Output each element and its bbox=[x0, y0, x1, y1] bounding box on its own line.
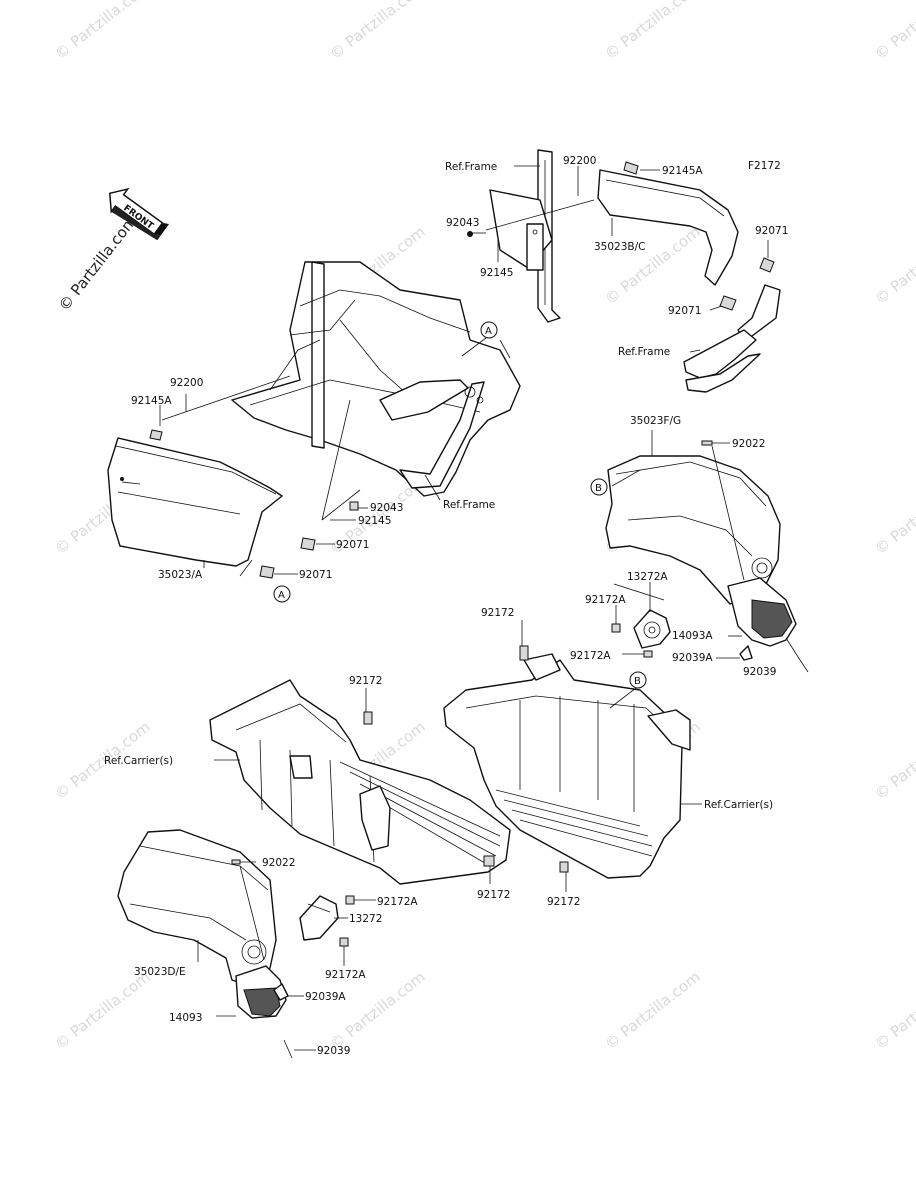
left-guard-35023DE bbox=[117, 829, 287, 1019]
watermark: © Partzilla.com bbox=[326, 0, 428, 63]
callout-b-label: B bbox=[634, 676, 641, 687]
label-92022-left: 92022 bbox=[262, 857, 295, 869]
watermark: © Partzilla.com bbox=[601, 0, 703, 63]
label-ref-frame-top: Ref.Frame bbox=[445, 161, 497, 173]
right-guard-35023FG bbox=[605, 430, 797, 647]
label-92172A-r2: 92172A bbox=[570, 650, 611, 662]
label-ref-carrier-right: Ref.Carrier(s) bbox=[704, 799, 773, 811]
label-92022-right: 92022 bbox=[732, 438, 765, 450]
label-92071-top1: 92071 bbox=[755, 225, 788, 237]
watermark: © Partzilla.com bbox=[51, 968, 153, 1053]
label-ref-carrier-left: Ref.Carrier(s) bbox=[104, 755, 173, 767]
watermark: © Partzilla.com bbox=[871, 0, 916, 63]
left-carrier-bed bbox=[209, 679, 511, 885]
label-92043-top: 92043 bbox=[446, 217, 479, 229]
right-carrier-bed bbox=[443, 620, 702, 892]
callout-a-top: A bbox=[480, 321, 498, 339]
label-35023D-E: 35023D/E bbox=[134, 966, 186, 978]
label-35023B-C: 35023B/C bbox=[594, 241, 645, 253]
label-13272: 13272 bbox=[349, 913, 382, 925]
callout-a-bottom: A bbox=[273, 585, 291, 603]
top-mount-assembly bbox=[467, 149, 781, 393]
watermark: © Partzilla.com bbox=[871, 473, 916, 558]
callout-b-carrier: B bbox=[629, 671, 647, 689]
label-14093A: 14093A bbox=[672, 630, 713, 642]
watermark: © Partzilla.com bbox=[871, 968, 916, 1053]
watermark: © Partzilla.com bbox=[871, 223, 916, 308]
figure-code: F2172 bbox=[748, 160, 781, 172]
label-92071-top2: 92071 bbox=[668, 305, 701, 317]
watermark: © Partzilla.com bbox=[51, 0, 153, 63]
watermark: © Partzilla.com bbox=[601, 968, 703, 1053]
watermark: © Partzilla.com bbox=[871, 718, 916, 803]
label-92172A-l1: 92172A bbox=[377, 896, 418, 908]
watermark: © Partzilla.com bbox=[601, 223, 703, 308]
label-92039A-l: 92039A bbox=[305, 991, 346, 1003]
right-bracket-13272A bbox=[611, 582, 809, 673]
label-92145A-left: 92145A bbox=[131, 395, 172, 407]
label-14093: 14093 bbox=[169, 1012, 202, 1024]
label-92071-mid2: 92071 bbox=[299, 569, 332, 581]
label-92071-mid1: 92071 bbox=[336, 539, 369, 551]
label-ref-frame-right: Ref.Frame bbox=[618, 346, 670, 358]
label-92145-top: 92145 bbox=[480, 267, 513, 279]
left-bracket-13272 bbox=[216, 895, 376, 1059]
label-92172-l-top: 92172 bbox=[349, 675, 382, 687]
label-92043-mid: 92043 bbox=[370, 502, 403, 514]
label-92200-left: 92200 bbox=[170, 377, 203, 389]
callout-b-right: B bbox=[590, 478, 608, 496]
label-92039-r: 92039 bbox=[743, 666, 776, 678]
callout-a-label: A bbox=[485, 326, 492, 337]
label-35023-A: 35023/A bbox=[158, 569, 203, 581]
label-92145A-top: 92145A bbox=[662, 165, 703, 177]
label-ref-frame-mid: Ref.Frame bbox=[443, 499, 495, 511]
label-92200-top: 92200 bbox=[563, 155, 596, 167]
label-92172-mid-bottom: 92172 bbox=[477, 889, 510, 901]
label-92172A-l2: 92172A bbox=[325, 969, 366, 981]
side-watermark: © Partzilla.com bbox=[55, 212, 140, 314]
callout-b-label: B bbox=[595, 483, 602, 494]
left-guard-35023A bbox=[107, 375, 368, 579]
label-92039-l: 92039 bbox=[317, 1045, 350, 1057]
label-92039A-r: 92039A bbox=[672, 652, 713, 664]
label-92145-mid: 92145 bbox=[358, 515, 391, 527]
label-92172-r-top: 92172 bbox=[481, 607, 514, 619]
label-35023F-G: 35023F/G bbox=[630, 415, 681, 427]
part-labels: Ref.Frame 92200 92145A 92043 92145 35023… bbox=[104, 155, 788, 1057]
label-92172A-r1: 92172A bbox=[585, 594, 626, 606]
label-92172-r-bottom: 92172 bbox=[547, 896, 580, 908]
callout-a-label: A bbox=[278, 590, 285, 601]
label-13272A: 13272A bbox=[627, 571, 668, 583]
chassis-frame bbox=[231, 261, 521, 521]
